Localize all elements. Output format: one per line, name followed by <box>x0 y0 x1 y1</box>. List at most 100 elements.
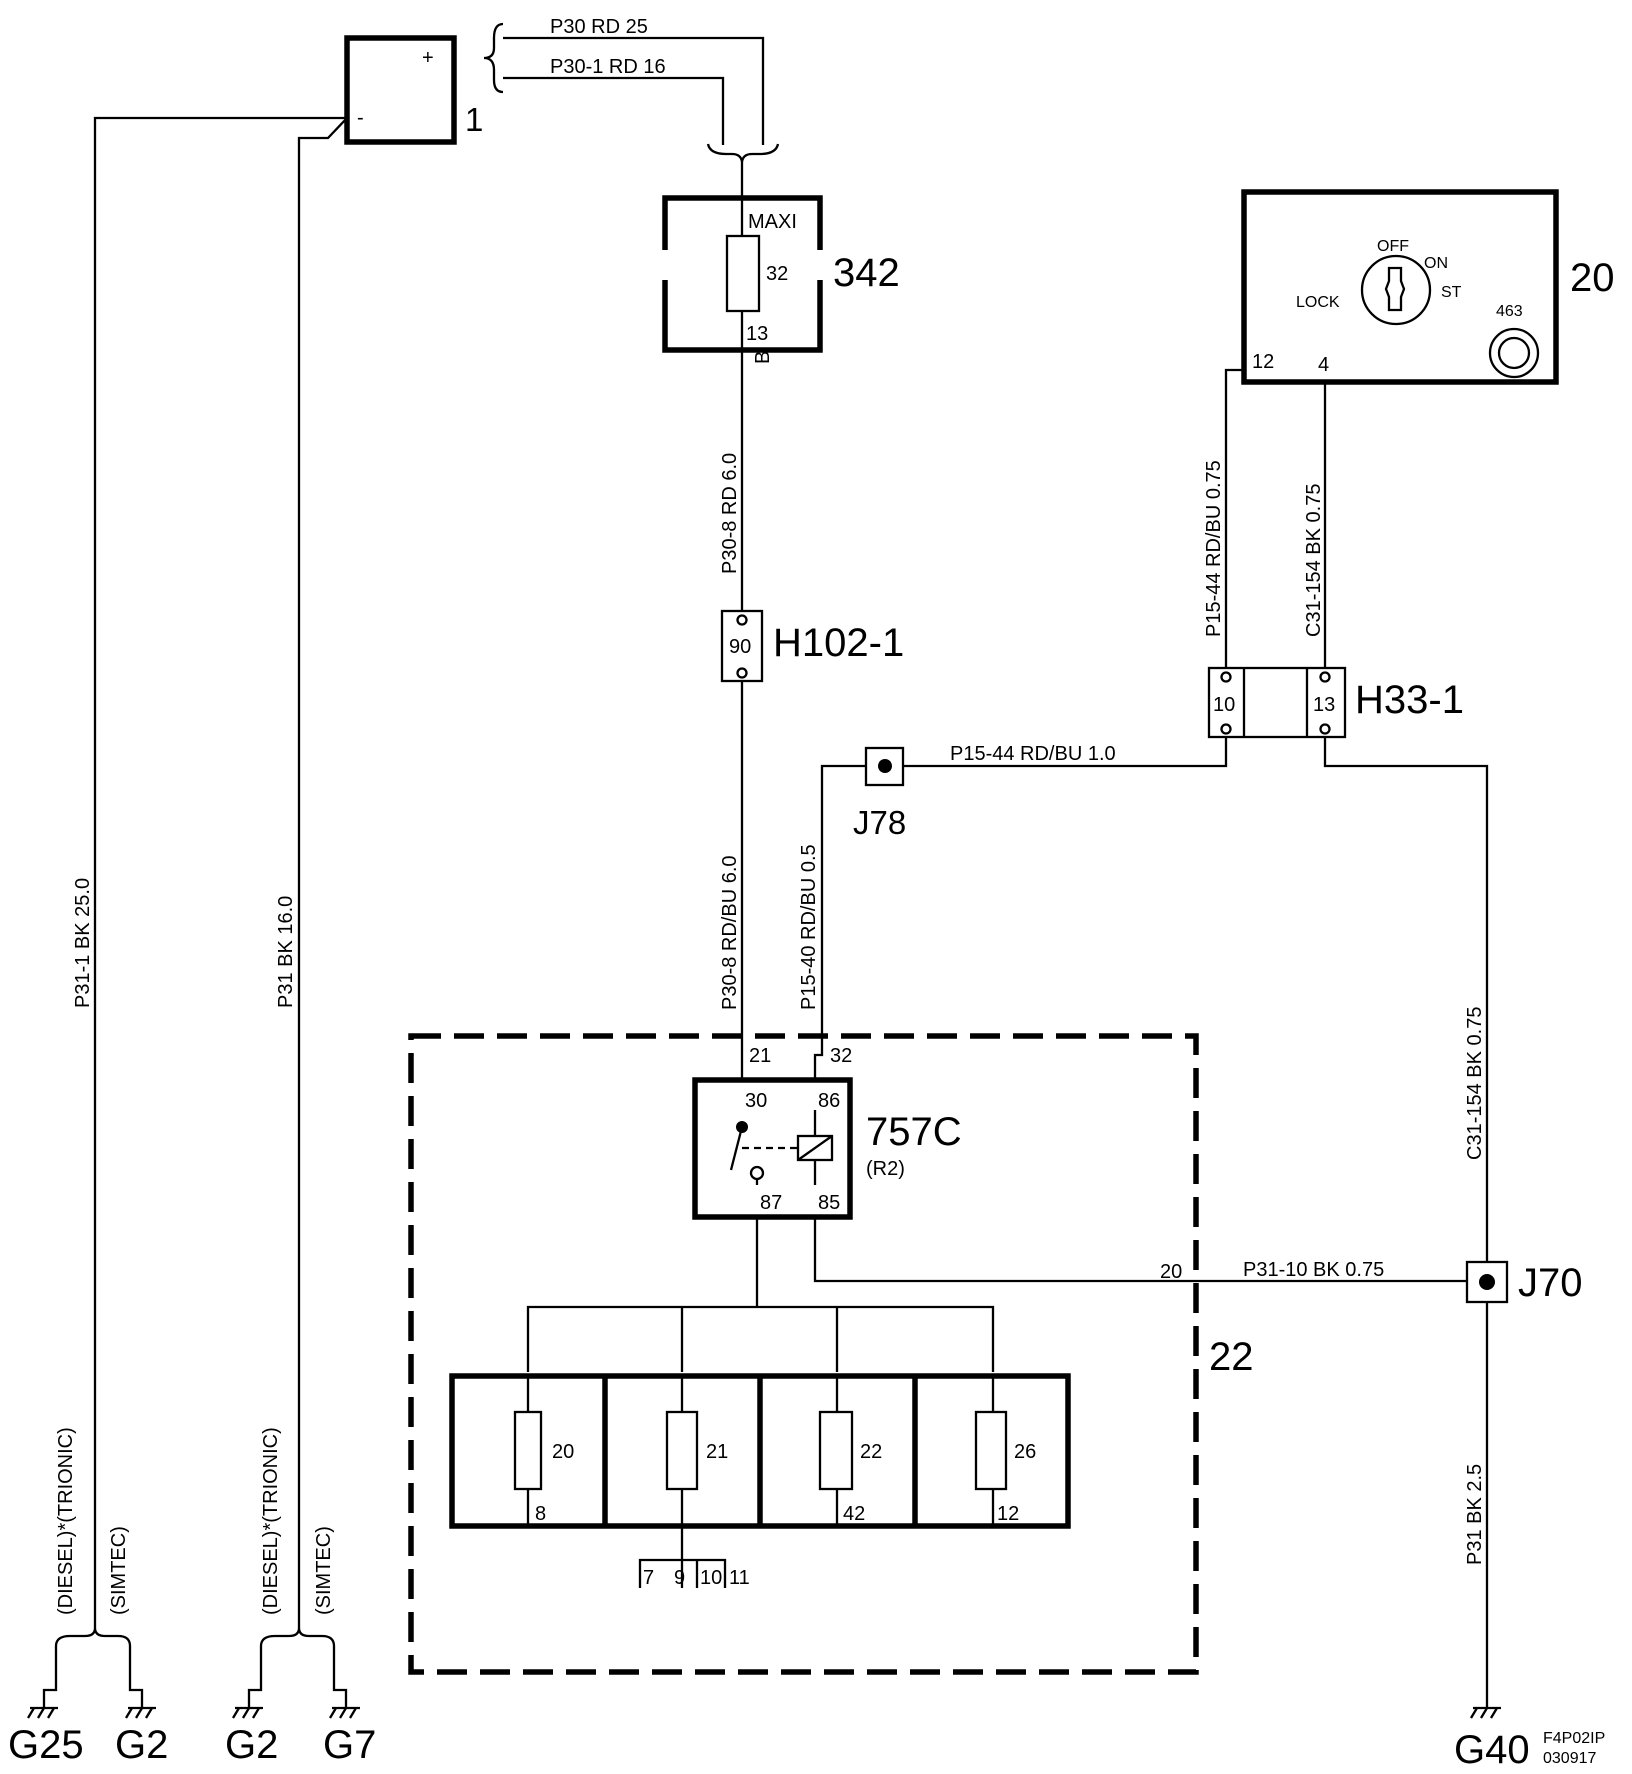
j70-dot <box>1479 1274 1495 1290</box>
maxi-fuse-number: 32 <box>766 263 788 285</box>
fuse-21-label: 21 <box>706 1441 728 1463</box>
relay-ref: 757C <box>866 1110 962 1154</box>
label-p30-main: P30 RD 25 <box>550 16 648 38</box>
label-p15-44-horizontal: P15-44 RD/BU 1.0 <box>950 743 1116 765</box>
fuse-21-pin-11: 11 <box>729 1567 750 1589</box>
label-p30-1: P30-1 RD 16 <box>550 56 666 78</box>
fuse-21-pin-10: 10 <box>700 1567 722 1589</box>
relay-box <box>692 1077 853 1220</box>
splice-j78: J78 <box>853 746 906 841</box>
maxi-box-gap-left <box>656 250 672 280</box>
label-simtec-1: (SIMTEC) <box>108 1526 130 1615</box>
fuse-26 <box>974 1410 1008 1491</box>
fuse-bus <box>526 1305 995 1372</box>
ignition-lock: LOCK <box>1296 294 1340 311</box>
wire-p30-1 <box>503 76 725 145</box>
label-c31-154-vertical: C31-154 BK 0.75 <box>1303 484 1325 637</box>
fuse-20-out-pin: 8 <box>535 1503 546 1525</box>
label-p15-44-vertical: P15-44 RD/BU 0.75 <box>1203 460 1225 637</box>
ground-g40-label: G40 <box>1454 1728 1530 1772</box>
relay-pin-85: 85 <box>818 1192 840 1214</box>
ignition-pin-4: 4 <box>1318 354 1329 376</box>
maxi-fuse-element <box>725 234 761 313</box>
fuse-22 <box>818 1410 854 1491</box>
maxi-fuse-ref: 342 <box>833 251 900 295</box>
fuse-row: 20 21 22 26 8 42 12 <box>449 1373 1071 1560</box>
ignition-lamp-ring <box>1488 327 1540 379</box>
wire-to-g2-mid <box>247 1646 263 1708</box>
battery-ref: 1 <box>465 101 483 138</box>
ground-g2-left-label: G2 <box>115 1723 168 1767</box>
label-p15-40: P15-40 RD/BU 0.5 <box>798 844 820 1010</box>
relay-sub: (R2) <box>866 1158 905 1180</box>
h102-pin: 90 <box>729 636 751 658</box>
ignition-off: OFF <box>1377 238 1409 255</box>
h33-pin-10: 10 <box>1213 694 1235 716</box>
relay-contact-87 <box>749 1165 765 1181</box>
brace-left-2 <box>259 1627 336 1647</box>
h33-ref: H33-1 <box>1355 678 1464 722</box>
key-icon <box>1384 266 1406 312</box>
maxi-fuse-type: MAXI <box>748 211 797 233</box>
ground-g25-icon <box>27 1706 58 1719</box>
fuse-22-label: 22 <box>860 1441 882 1463</box>
ground-g40-icon <box>1470 1706 1501 1719</box>
fuse-21 <box>665 1410 699 1491</box>
fuse-box-pin-20: 20 <box>1160 1261 1182 1283</box>
wire-p31 <box>297 117 348 1628</box>
wire-p15-44-horizontal <box>885 737 1228 768</box>
maxi-fuse: MAXI 32 13 342 B <box>656 195 900 364</box>
relay-pin-87: 87 <box>760 1192 782 1214</box>
ignition-pin-12: 12 <box>1252 351 1274 373</box>
h102-ref: H102-1 <box>773 621 904 665</box>
relay-757c: 30 86 87 85 757C (R2) <box>692 1062 962 1220</box>
maxi-fuse-pin: 13 <box>746 323 768 345</box>
fuse-box-pin-21: 21 <box>749 1045 771 1067</box>
wire-p15-40 <box>813 764 866 1062</box>
wire-p30-main <box>503 36 765 145</box>
brace-left-1 <box>54 1627 132 1647</box>
connector-h33-1: 10 13 H33-1 <box>1207 666 1464 739</box>
label-c31-154-right: C31-154 BK 0.75 <box>1464 1007 1486 1160</box>
wire-p15-44-vertical <box>1224 368 1244 668</box>
h33-pin-13: 13 <box>1313 694 1335 716</box>
connector-h102-1: 90 H102-1 <box>720 609 904 683</box>
battery: + - 1 <box>344 35 483 145</box>
battery-minus: - <box>357 107 364 129</box>
ground-g25-label: G25 <box>8 1723 84 1767</box>
ground-g2-left-icon <box>125 1706 156 1719</box>
fuse-box-outline <box>408 1033 1199 1675</box>
fuse-21-outputs: 7 9 10 11 <box>638 1558 750 1589</box>
ignition-key-cylinder <box>1360 254 1432 326</box>
relay-pin-86: 86 <box>818 1090 840 1112</box>
fuse-21-pin-7: 7 <box>643 1567 654 1589</box>
ignition-lamp-inner <box>1497 336 1531 370</box>
wire-to-g7 <box>332 1646 348 1708</box>
label-p31-1: P31-1 BK 25.0 <box>72 878 94 1008</box>
ignition-switch-ref: 20 <box>1570 256 1615 300</box>
wire-p31-10 <box>813 1217 1467 1283</box>
ignition-switch: OFF ON LOCK ST 463 12 4 20 <box>1241 189 1615 385</box>
label-diesel-trionic-2: (DIESEL)*(TRIONIC) <box>260 1427 282 1615</box>
label-p31-right: P31 BK 2.5 <box>1464 1464 1486 1565</box>
maxi-box-gap-right <box>813 250 829 280</box>
wire-to-g25 <box>42 1646 58 1708</box>
ignition-on: ON <box>1424 255 1448 272</box>
ground-g2-mid-label: G2 <box>225 1723 278 1767</box>
fuse-26-out-pin: 12 <box>997 1503 1019 1525</box>
wire-p31-1 <box>93 116 347 1628</box>
battery-positive-brace <box>483 22 504 94</box>
ground-g7-icon <box>329 1706 360 1719</box>
label-p31-10: P31-10 BK 0.75 <box>1243 1259 1384 1281</box>
fuse-box-ref: 22 <box>1209 1335 1254 1379</box>
ignition-part-463: 463 <box>1496 303 1523 320</box>
ignition-switch-box <box>1241 189 1559 385</box>
battery-plus: + <box>422 47 434 69</box>
fuse-21-pin-9: 9 <box>674 1567 685 1589</box>
relay-switch-arm <box>729 1126 744 1171</box>
j70-ref: J70 <box>1518 1261 1583 1305</box>
relay-pin-30: 30 <box>745 1090 767 1112</box>
label-p31: P31 BK 16.0 <box>275 896 297 1008</box>
fuse-20-label: 20 <box>552 1441 574 1463</box>
